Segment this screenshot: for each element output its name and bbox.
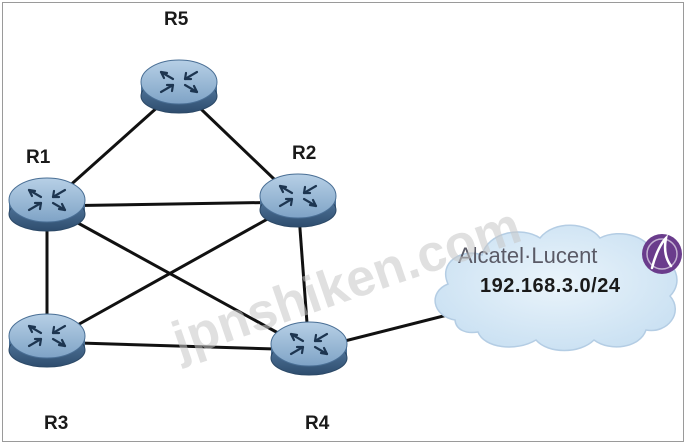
- router-label-r1: R1: [26, 147, 51, 168]
- link-r1-r2: [46, 200, 299, 208]
- router-label-r3: R3: [44, 413, 68, 434]
- router-r2: [258, 172, 338, 229]
- cloud-brand-label: Alcatel·Lucent: [458, 243, 597, 268]
- router-r5: [139, 58, 219, 115]
- network-address-label: 192.168.3.0/24: [480, 275, 621, 297]
- router-r3: [7, 312, 87, 369]
- link-r3-r4: [46, 340, 310, 352]
- network-cloud: Alcatel·Lucent 192.168.3.0/24: [434, 224, 682, 352]
- router-label-r4: R4: [305, 413, 330, 434]
- router-label-r2: R2: [292, 143, 316, 164]
- router-r1: [7, 176, 87, 233]
- router-label-r5: R5: [164, 9, 189, 30]
- alcatel-lucent-logo-icon: [642, 234, 682, 274]
- link-r1-r4: [46, 204, 310, 352]
- link-r2-r3: [46, 200, 299, 344]
